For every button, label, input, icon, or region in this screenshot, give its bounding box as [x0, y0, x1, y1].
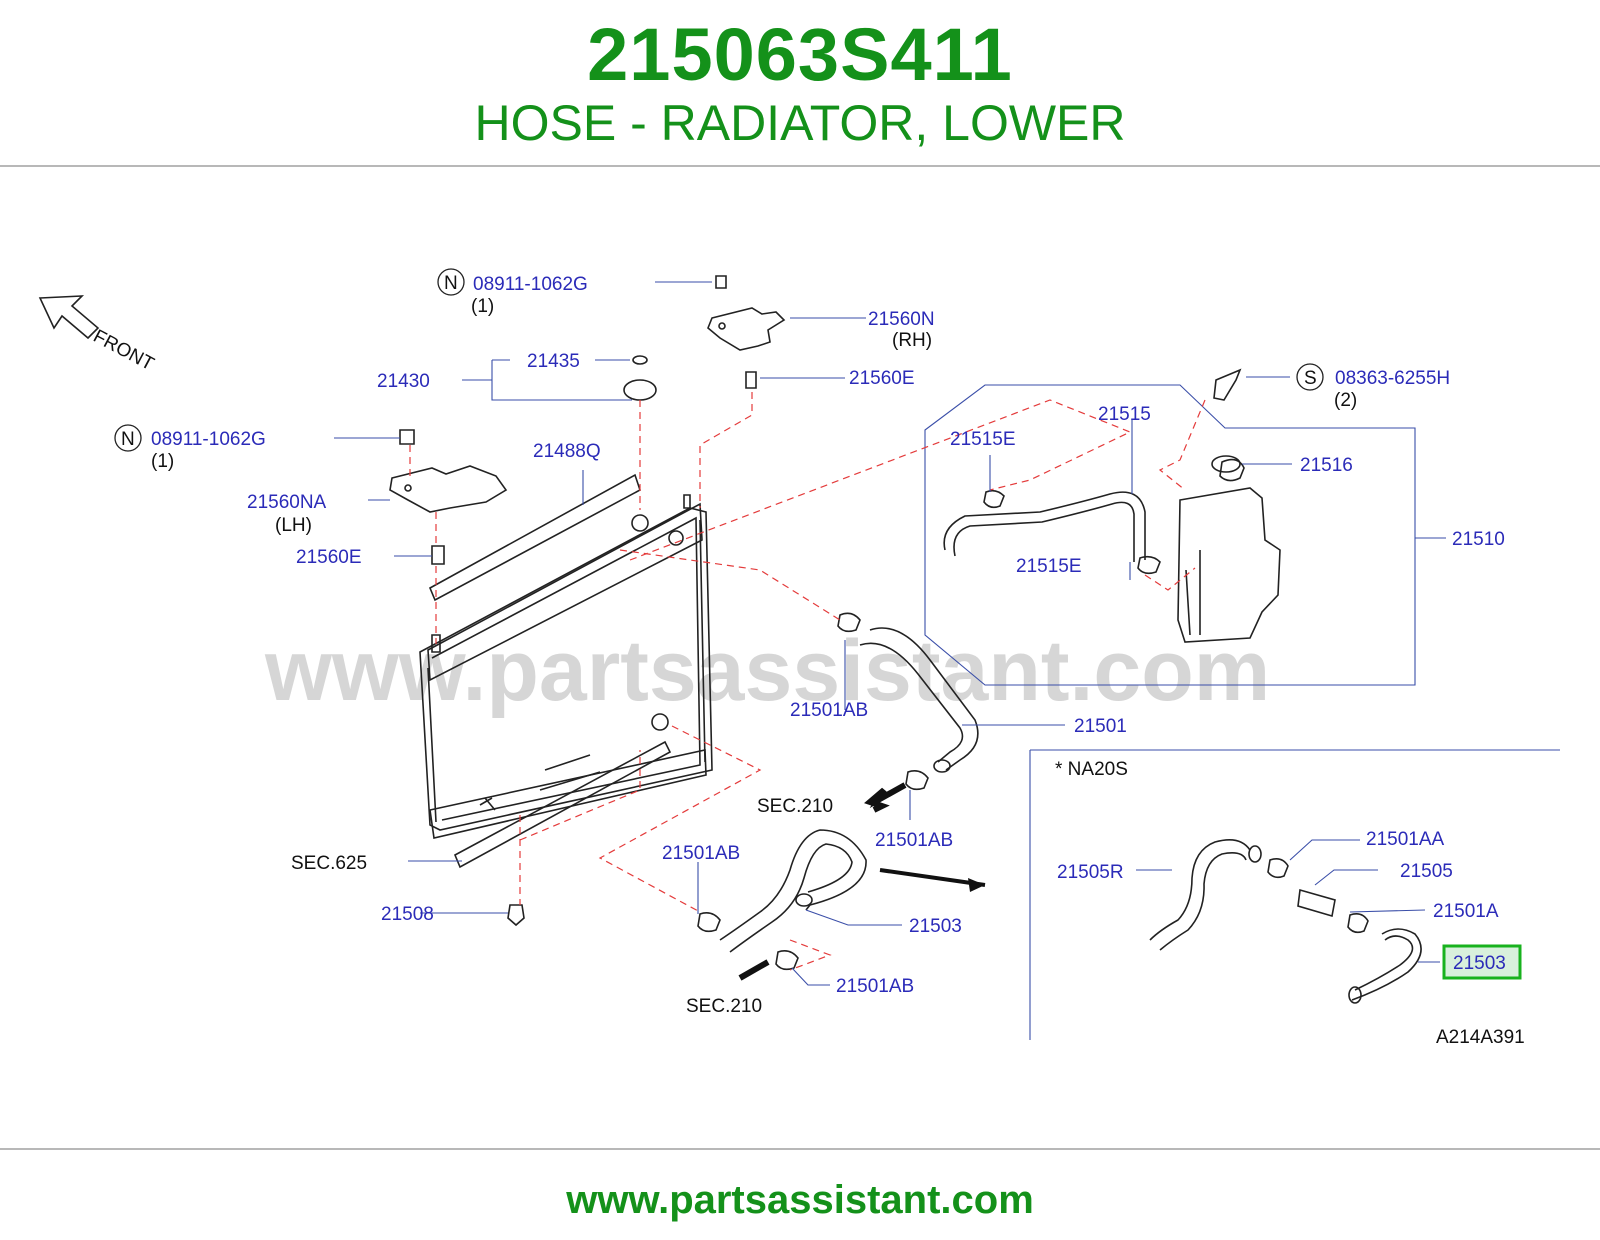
callout-upper-clamp[interactable]: 21501AB: [790, 700, 868, 721]
callout-nut-left-qty: (1): [151, 451, 174, 472]
callout-nut-top[interactable]: 08911-1062G: [473, 274, 588, 295]
s-symbol: S: [1304, 368, 1317, 389]
upper-hose-part: [837, 612, 979, 791]
callout-sec-210-b[interactable]: SEC.210: [686, 996, 762, 1017]
callout-hose-clamp-b[interactable]: 21515E: [1016, 556, 1082, 577]
s-symbol-icon: [1296, 363, 1324, 391]
callout-bushing-top-rh[interactable]: 21560E: [849, 368, 915, 389]
top-seal-part: [428, 473, 641, 602]
bottom-seal-part: [453, 740, 672, 869]
sec210-lower-arrow-icon: [738, 959, 770, 981]
n-symbol-left: N: [121, 429, 135, 450]
callout-seal-top[interactable]: 21488Q: [533, 441, 601, 462]
callout-lower-clamp-c[interactable]: 21501AB: [836, 976, 914, 997]
part-name-subtitle: HOSE - RADIATOR, LOWER: [474, 95, 1126, 151]
callout-bracket-rh-side: (RH): [892, 330, 932, 351]
highlight-box: [1442, 944, 1522, 980]
reservoir-tank-part: [1177, 458, 1281, 643]
inset-hose-part: [1348, 928, 1422, 1004]
callout-inset-clamp-a[interactable]: 21501A: [1433, 901, 1499, 922]
figure-code: A214A391: [1436, 1027, 1525, 1048]
bracket-rh-part: [707, 275, 786, 389]
bracket-lh-part: [389, 429, 508, 565]
radiator-cap-part: [623, 355, 657, 401]
diagram-watermark: www.partsassistant.com: [264, 623, 1270, 719]
callout-nut-left[interactable]: 08911-1062G: [151, 429, 266, 450]
parts-diagram: www.partsassistant.com FRONT: [0, 250, 1600, 1100]
callout-cap[interactable]: 21430: [377, 371, 430, 392]
callout-cap-seal[interactable]: 21435: [527, 351, 580, 372]
callout-reservoir-hose[interactable]: 21515: [1098, 404, 1151, 425]
reservoir-cap-part: [1211, 455, 1241, 473]
inset-pointer-arrowhead-icon: [968, 878, 985, 892]
callout-bracket-rh[interactable]: 21560N: [868, 309, 935, 330]
front-label: FRONT: [90, 326, 158, 375]
footer-site-link[interactable]: www.partsassistant.com: [566, 1178, 1034, 1222]
callout-bracket-lh[interactable]: 21560NA: [247, 492, 327, 513]
inset-connector-part: [1267, 858, 1369, 934]
inset-pointer-arrow-icon: [879, 868, 986, 887]
inset-hose-r-part: [1149, 839, 1262, 951]
callout-lower-clamp-b[interactable]: 21501AB: [662, 843, 740, 864]
inset-outline: [1029, 749, 1560, 1040]
reservoir-group-outline: [924, 384, 1416, 686]
callout-nut-top-qty: (1): [471, 296, 494, 317]
callout-bolt[interactable]: 08363-6255H: [1335, 368, 1450, 389]
callout-bushing-lh[interactable]: 21560E: [296, 547, 362, 568]
front-arrow-icon: FRONT: [38, 295, 158, 375]
page-header: 215063S411 HOSE - RADIATOR, LOWER: [0, 0, 1600, 168]
callout-upper-hose[interactable]: 21501: [1074, 716, 1127, 737]
header-divider: [0, 165, 1600, 167]
callout-reservoir-cap[interactable]: 21516: [1300, 455, 1353, 476]
callout-sec-210-a[interactable]: SEC.210: [757, 796, 833, 817]
sec210-arrow-icon: [864, 782, 907, 813]
callout-inset-clamp-aa[interactable]: 21501AA: [1366, 829, 1445, 850]
n-symbol-icon: [437, 268, 465, 296]
callout-bolt-qty: (2): [1334, 390, 1357, 411]
n-symbol-icon: [114, 424, 142, 452]
footer-divider: [0, 1148, 1600, 1150]
callout-bracket-lh-side: (LH): [275, 515, 312, 536]
inset-title: * NA20S: [1055, 759, 1128, 780]
callout-lower-hose[interactable]: 21503: [909, 916, 962, 937]
callout-inset-hose-r[interactable]: 21505R: [1057, 862, 1124, 883]
callout-inset-hose-highlighted[interactable]: 21503: [1453, 953, 1506, 974]
lower-hose-part: [697, 829, 867, 971]
callout-lower-clamp-a[interactable]: 21501AB: [875, 830, 953, 851]
n-symbol-top: N: [444, 273, 458, 294]
callout-inset-connector[interactable]: 21505: [1400, 861, 1453, 882]
part-number-title: 215063S411: [587, 13, 1013, 96]
callout-reservoir[interactable]: 21510: [1452, 529, 1505, 550]
callout-sec-625[interactable]: SEC.625: [291, 853, 367, 874]
callout-drain-plug[interactable]: 21508: [381, 904, 434, 925]
drain-plug-part: [507, 904, 525, 927]
callout-hose-clamp-a[interactable]: 21515E: [950, 429, 1016, 450]
reservoir-hose-part: [943, 368, 1242, 575]
